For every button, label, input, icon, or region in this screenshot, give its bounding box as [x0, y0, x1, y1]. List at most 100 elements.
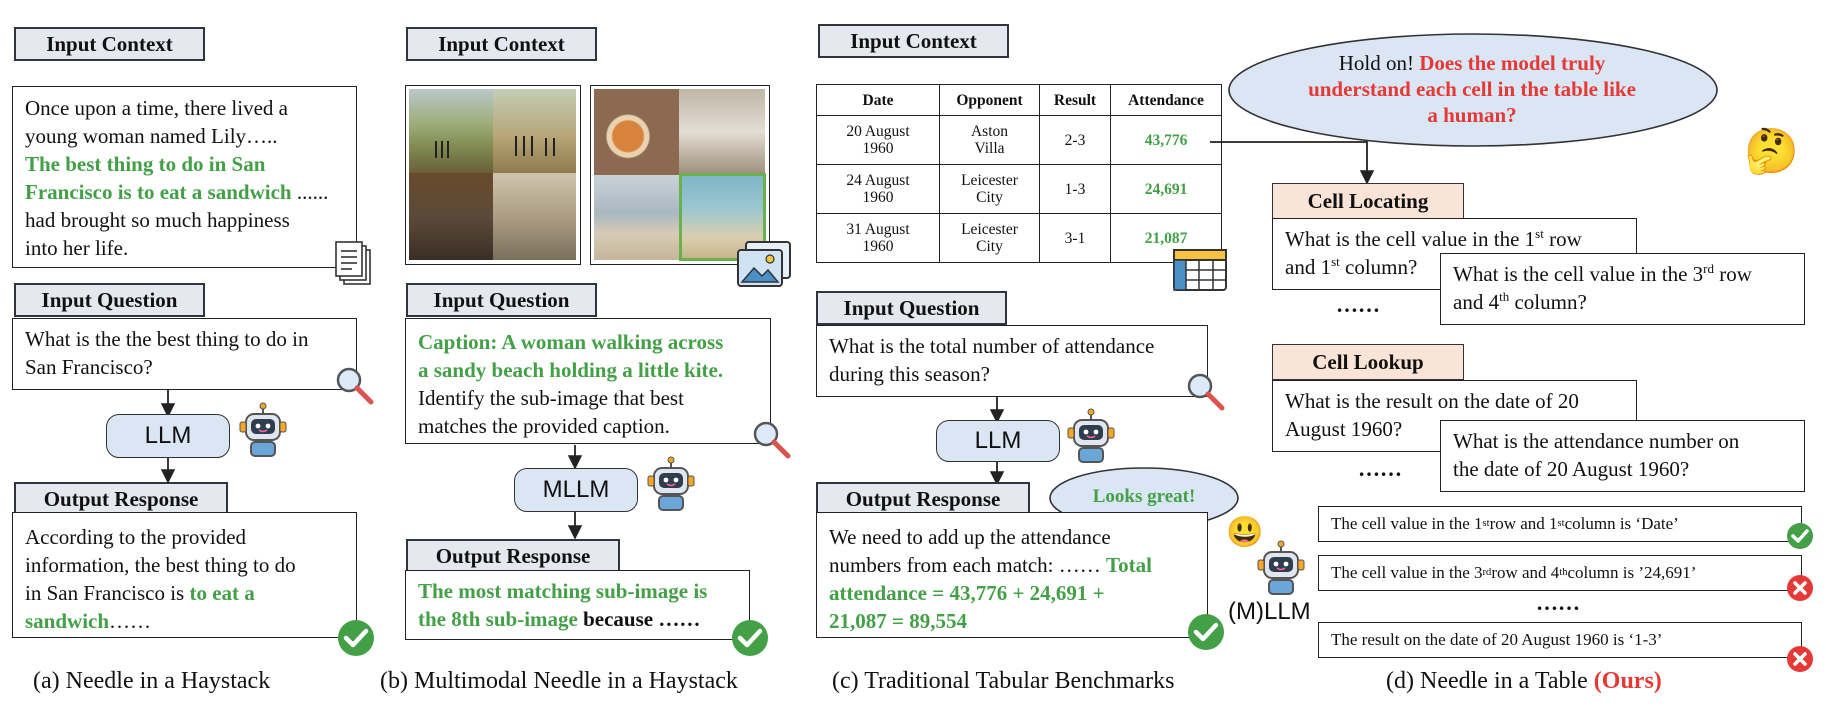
sub-image-grid-1	[405, 85, 581, 265]
caption-b: (b) Multimodal Needle in a Haystack	[380, 668, 738, 694]
q-text: and 4	[1453, 290, 1500, 314]
sub-image-grid-2	[590, 85, 770, 265]
answer-text: The cell value in the 1	[1331, 514, 1483, 533]
cell-lookup-question-2: What is the attendance number on the dat…	[1440, 420, 1805, 492]
sub-image	[409, 173, 493, 260]
mllm-label: (M)LLM	[1228, 598, 1311, 625]
needle-answer: sandwich	[25, 609, 110, 633]
context-line: young woman named Lily…..	[25, 124, 278, 148]
q-line: What is the attendance number on	[1453, 429, 1740, 453]
input-question-box-b: Caption: A woman walking across a sandy …	[405, 318, 771, 444]
q-line: What is the cell value in the 1st row	[1285, 225, 1624, 253]
cell-line: Leicester	[961, 221, 1018, 238]
ellipsis: ……	[1536, 590, 1580, 615]
answer-line: The most matching sub-image is	[418, 579, 708, 603]
caption-a: (a) Needle in a Haystack	[33, 668, 271, 694]
q-line: What is the result on the date of 20	[1285, 389, 1579, 413]
output-response-header-a: Output Response	[14, 482, 228, 516]
needle-line: Francisco is to eat a sandwich	[25, 180, 292, 204]
answer-text: row and 1	[1489, 514, 1558, 533]
arrow-table-to-cell-locating	[1210, 141, 1375, 185]
column-header: Attendance	[1110, 84, 1222, 116]
sub-image	[679, 89, 765, 175]
answer-text: row and 4	[1491, 563, 1560, 582]
input-question-box-c: What is the total number of attendance d…	[816, 325, 1208, 397]
q-line: and 4th column?	[1453, 288, 1792, 316]
input-question-header-c: Input Question	[816, 291, 1007, 325]
q-line: and 1st column?	[1285, 253, 1624, 281]
answer-text: column is ’24,691’	[1567, 563, 1697, 582]
q-line: August 1960?	[1285, 417, 1403, 441]
robot-icon	[646, 456, 696, 514]
sub-image	[493, 173, 576, 260]
q-text: row	[1714, 262, 1752, 286]
thought-line: Hold on! Does the model truly	[1272, 50, 1672, 76]
column-header: Result	[1039, 84, 1111, 116]
thought-bubble	[1228, 33, 1718, 147]
document-icon	[334, 240, 374, 290]
answer-line: the 8th sub-image	[418, 607, 578, 631]
cell-line: City	[976, 238, 1003, 255]
cell-line: 31 August	[846, 221, 910, 238]
output-dots: ……	[109, 609, 152, 633]
table-cell: 2-3	[1039, 115, 1111, 165]
question-line: San Francisco?	[25, 355, 153, 379]
table-cell: 1-3	[1039, 164, 1111, 214]
ellipsis: ……	[1358, 456, 1402, 481]
question-line: What is the the best thing to do in	[25, 327, 309, 351]
sum-line: attendance = 43,776 + 24,691 +	[829, 581, 1105, 605]
q-text: row	[1543, 227, 1582, 251]
q-text: and 1	[1285, 255, 1332, 279]
caption-text: (d) Needle in a Table	[1386, 668, 1594, 694]
input-question-header-b: Input Question	[406, 283, 597, 317]
output-line: We need to add up the attendance	[829, 525, 1111, 549]
answer-tail: because ……	[577, 607, 701, 631]
q-sup: st	[1331, 254, 1340, 269]
output-response-box-b: The most matching sub-image is the 8th s…	[405, 570, 750, 640]
cell-line: 20 August	[846, 123, 910, 140]
llm-node-a: LLM	[106, 414, 230, 458]
thought-question: Does the model truly	[1419, 51, 1606, 75]
needle-line: The best thing to do in San	[25, 152, 266, 176]
question-line: What is the total number of attendance	[829, 334, 1155, 358]
context-dots: ......	[291, 180, 329, 204]
q-line: What is the cell value in the 3rd row	[1453, 260, 1792, 288]
sum-line: Total	[1106, 553, 1152, 577]
context-line: had brought so much happiness	[25, 208, 290, 232]
input-context-header-a: Input Context	[14, 27, 205, 61]
column-header: Opponent	[939, 84, 1040, 116]
table-header-row: Date Opponent Result Attendance	[816, 84, 1222, 116]
data-table: Date Opponent Result Attendance 20 Augus…	[816, 84, 1222, 263]
table-cell: 24,691	[1110, 164, 1222, 214]
caption-line: a sandy beach holding a little kite.	[418, 358, 724, 382]
q-sup: th	[1499, 289, 1510, 304]
needle-answer: to eat a	[189, 581, 255, 605]
ellipsis: ……	[1336, 292, 1380, 317]
magnifier-icon	[1186, 372, 1226, 412]
answer-text: The result on the date of 20 August 1960…	[1331, 630, 1663, 649]
input-context-box-a: Once upon a time, there lived a young wo…	[12, 86, 357, 268]
zebra-hint	[435, 136, 555, 158]
attendance-table: Date Opponent Result Attendance 20 Augus…	[816, 84, 1222, 263]
cell-line: 1960	[862, 140, 894, 157]
thought-question: a human?	[1427, 103, 1517, 127]
thinking-face-icon: 🤔	[1744, 127, 1799, 176]
needle-line-wrap: Francisco is to eat a sandwich ......	[25, 178, 344, 206]
cell-locating-question-2: What is the cell value in the 3rd row an…	[1440, 253, 1805, 325]
magnifier-icon	[335, 366, 375, 406]
check-icon	[336, 618, 376, 658]
output-line-wrap: numbers from each match: …… Total	[829, 551, 1195, 579]
check-icon	[1186, 612, 1226, 652]
column-header: Date	[816, 84, 940, 116]
caption-c: (c) Traditional Tabular Benchmarks	[832, 668, 1175, 694]
input-question-header-a: Input Question	[14, 283, 205, 317]
q-text: What is the cell value in the 1	[1285, 227, 1536, 251]
cell-lookup-header: Cell Lookup	[1272, 344, 1464, 380]
input-context-header-c: Input Context	[818, 24, 1009, 58]
